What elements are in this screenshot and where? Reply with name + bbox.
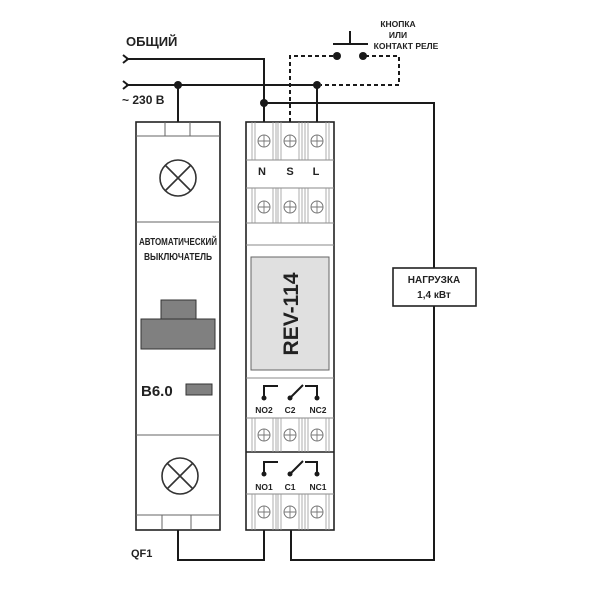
load-neutral-wire: [264, 102, 435, 561]
terminal-block: [251, 122, 277, 160]
button-label-line2: ИЛИ: [389, 30, 407, 40]
terminal-label-c1: C1: [285, 482, 296, 492]
load-label-line1: НАГРУЗКА: [408, 275, 460, 286]
breaker-rating: B6.0: [141, 383, 173, 400]
terminal-label-l: L: [313, 166, 320, 178]
terminal-block: [277, 122, 303, 160]
device-model: REV-114: [280, 272, 303, 355]
junction-dot: [174, 81, 182, 89]
terminal-label-no2: NO2: [255, 405, 273, 415]
relay2-contact-symbol: [261, 384, 320, 401]
terminal-block: [251, 494, 277, 530]
terminal-label-s: S: [286, 166, 293, 178]
breaker-label-line1: АВТОМАТИЧЕСКИЙ: [139, 235, 217, 248]
voltage-label: ~ 230 В: [122, 93, 165, 107]
button-label-line1: КНОПКА: [380, 19, 415, 29]
common-label: ОБЩИЙ: [126, 34, 177, 49]
button-label-line3: КОНТАКТ РЕЛЕ: [374, 41, 439, 51]
terminal-block: [304, 418, 330, 452]
neutral-wire: [126, 58, 265, 122]
terminal-label-nc1: NC1: [309, 482, 326, 492]
contact-dot: [359, 52, 367, 60]
breaker-label-line2: ВЫКЛЮЧАТЕЛЬ: [144, 252, 212, 263]
terminal-label-c2: C2: [285, 405, 296, 415]
terminal-block: [304, 494, 330, 530]
terminal-label-nc2: NC2: [309, 405, 326, 415]
load-label-line2: 1,4 кВт: [417, 290, 451, 301]
breaker-output-wire: [177, 512, 265, 561]
terminal-block: [251, 418, 277, 452]
terminal-label-n: N: [258, 166, 266, 178]
terminal-block: [277, 418, 303, 452]
indicator-lamp-icon: [161, 457, 199, 495]
contact-dot: [333, 52, 341, 60]
push-button-icon: [333, 31, 368, 45]
circuit-breaker: [135, 121, 221, 531]
breaker-id: QF1: [131, 548, 152, 560]
rating-indicator: [185, 383, 213, 396]
device-display-panel: [250, 256, 330, 371]
breaker-handle: [160, 299, 197, 321]
terminal-block: [277, 494, 303, 530]
terminal-label-no1: NO1: [255, 482, 273, 492]
terminal-block: [304, 188, 330, 223]
breaker-handle-base: [140, 318, 216, 350]
terminal-block: [277, 188, 303, 223]
rev-114-relay: [245, 121, 335, 531]
load-box: [392, 267, 477, 307]
indicator-lamp-icon: [159, 159, 197, 197]
junction-dot: [260, 99, 268, 107]
control-wire-dashed: [321, 55, 400, 86]
terminal-block: [251, 188, 277, 223]
control-wire-dashed: [289, 55, 336, 122]
relay1-contact-symbol: [261, 460, 320, 477]
junction-dot: [313, 81, 321, 89]
terminal-block: [304, 122, 330, 160]
